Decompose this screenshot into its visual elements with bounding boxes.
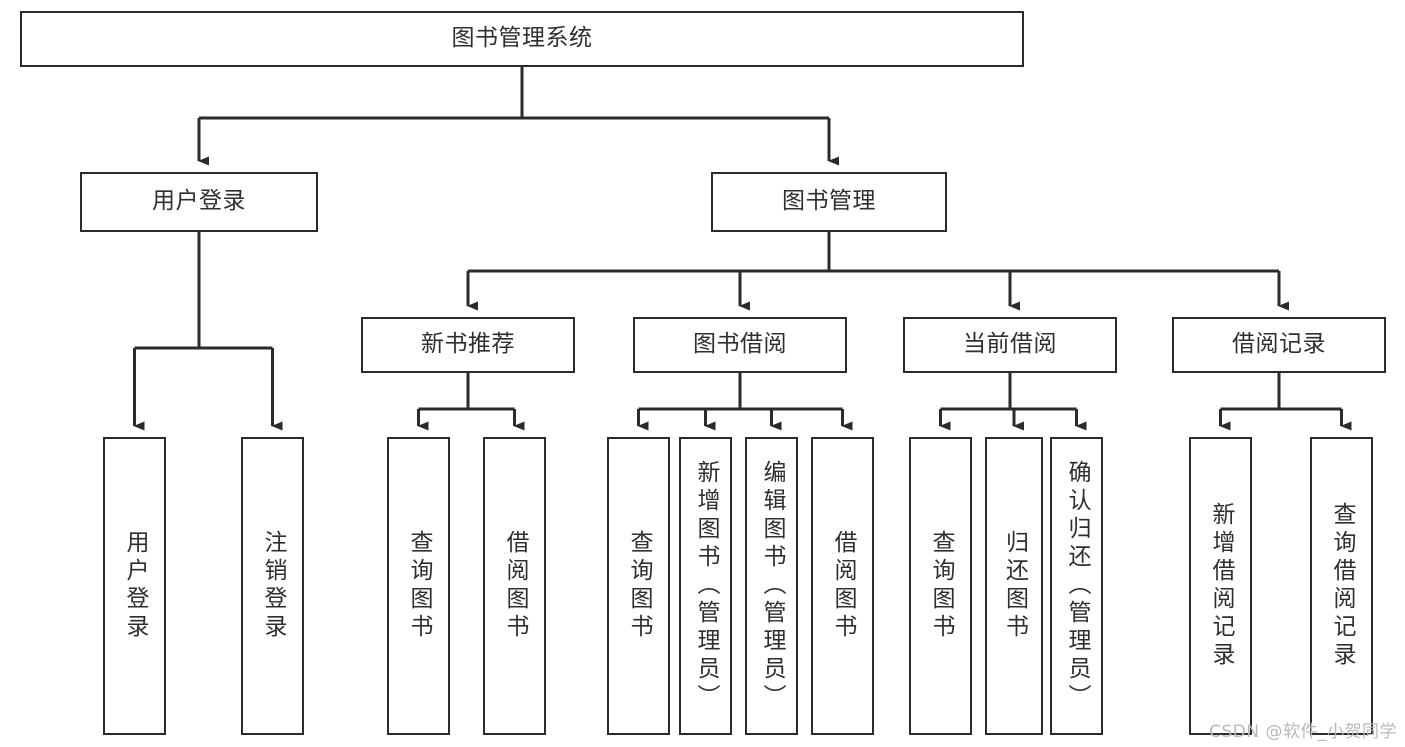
node-leaf-add-book-label: 新增图书（管理员） (693, 460, 719, 712)
node-user-login-label: 用户登录 (152, 188, 246, 215)
node-user-login[interactable]: 用户登录 (80, 172, 318, 232)
node-leaf-return-book[interactable]: 归还图书 (985, 437, 1043, 735)
node-leaf-borrow-book-2-label: 借阅图书 (830, 530, 856, 642)
node-current-borrow[interactable]: 当前借阅 (903, 317, 1117, 373)
node-leaf-confirm-return-label: 确认归还（管理员） (1064, 460, 1090, 712)
node-leaf-query-book-2-label: 查询图书 (626, 530, 652, 642)
watermark-text: CSDN @软件_小贺同学 (1209, 722, 1397, 742)
node-book-borrow-label: 图书借阅 (693, 331, 787, 358)
node-leaf-query-book-1[interactable]: 查询图书 (387, 437, 450, 735)
node-leaf-return-book-label: 归还图书 (1001, 530, 1028, 642)
node-leaf-query-book-2[interactable]: 查询图书 (607, 437, 670, 735)
node-leaf-edit-book[interactable]: 编辑图书（管理员） (745, 437, 798, 735)
node-leaf-query-record[interactable]: 查询借阅记录 (1310, 437, 1373, 735)
node-root[interactable]: 图书管理系统 (20, 11, 1024, 67)
node-leaf-confirm-return[interactable]: 确认归还（管理员） (1050, 437, 1103, 735)
node-borrow-record-label: 借阅记录 (1232, 331, 1326, 358)
node-leaf-add-book[interactable]: 新增图书（管理员） (679, 437, 732, 735)
node-leaf-borrow-book-1-label: 借阅图书 (502, 530, 528, 642)
node-current-borrow-label: 当前借阅 (963, 331, 1057, 358)
node-leaf-borrow-book-1[interactable]: 借阅图书 (483, 437, 546, 735)
node-leaf-query-record-label: 查询借阅记录 (1329, 502, 1355, 670)
node-leaf-edit-book-label: 编辑图书（管理员） (759, 460, 785, 712)
node-book-manage-label: 图书管理 (782, 188, 876, 215)
node-leaf-query-book-3-label: 查询图书 (928, 530, 954, 642)
node-new-book-rec-label: 新书推荐 (421, 331, 515, 358)
node-leaf-add-record-label: 新增借阅记录 (1208, 502, 1234, 670)
node-root-label: 图书管理系统 (451, 25, 593, 52)
node-book-borrow[interactable]: 图书借阅 (633, 317, 847, 373)
node-leaf-logout-label: 注销登录 (260, 530, 286, 642)
node-leaf-add-record[interactable]: 新增借阅记录 (1189, 437, 1252, 735)
node-leaf-query-book-1-label: 查询图书 (406, 530, 432, 642)
node-borrow-record[interactable]: 借阅记录 (1172, 317, 1386, 373)
node-leaf-logout[interactable]: 注销登录 (241, 437, 304, 735)
node-leaf-user-login[interactable]: 用户登录 (103, 437, 166, 735)
node-leaf-query-book-3[interactable]: 查询图书 (909, 437, 972, 735)
node-book-manage[interactable]: 图书管理 (711, 172, 947, 232)
node-new-book-rec[interactable]: 新书推荐 (361, 317, 575, 373)
node-leaf-borrow-book-2[interactable]: 借阅图书 (811, 437, 874, 735)
node-leaf-user-login-label: 用户登录 (122, 530, 148, 642)
